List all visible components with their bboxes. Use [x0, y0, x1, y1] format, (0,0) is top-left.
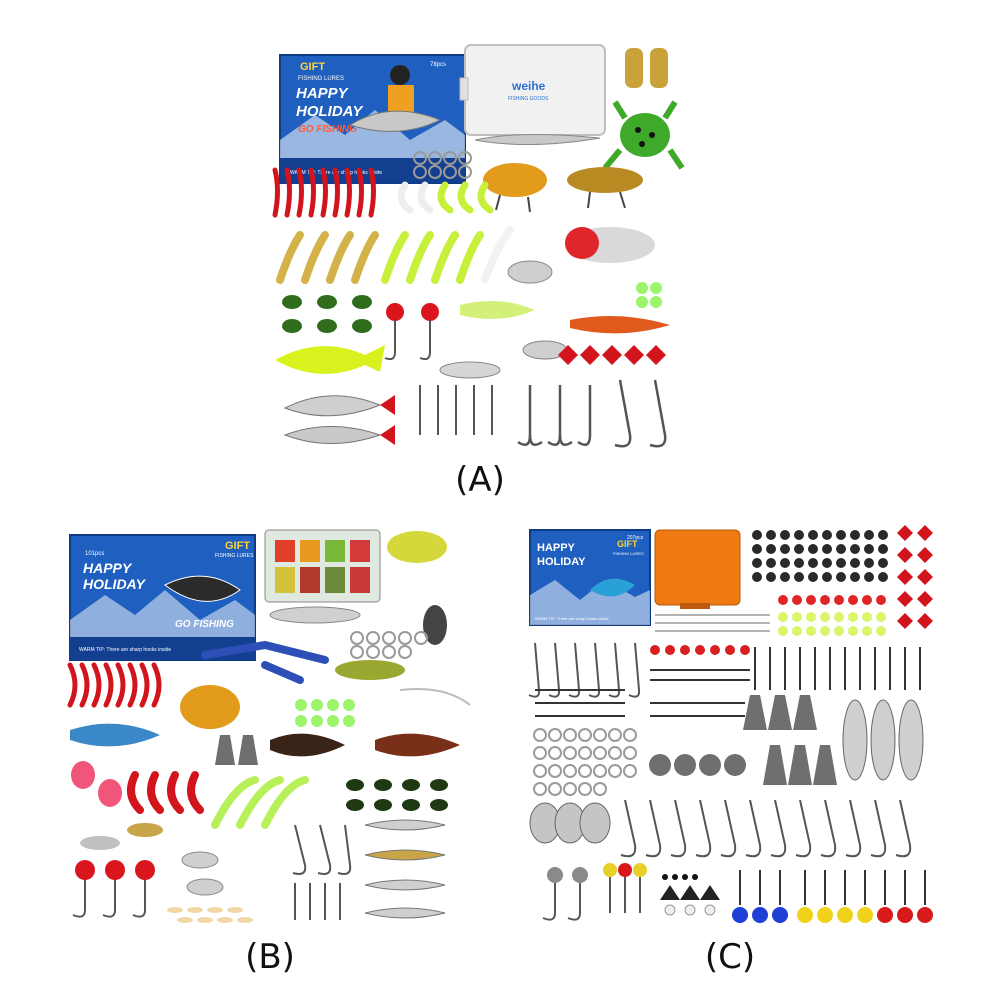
brass-weights: [625, 48, 668, 88]
treble-hook-flies: [558, 345, 666, 365]
caption-b: (B): [245, 937, 295, 977]
red-worms: [272, 167, 376, 218]
box-gift-label: GIFT: [617, 539, 638, 549]
box-sub-label: FISHING LURES: [215, 553, 254, 559]
caption-a: (A): [455, 460, 505, 500]
spinner-blade: [507, 260, 553, 284]
vib-lure: [180, 685, 240, 729]
offset-hooks: [620, 799, 912, 858]
box-count: 207pcs: [627, 535, 644, 541]
panel-c-illustration: HAPPY HOLIDAY GIFT 207pcs FISHING LURES …: [528, 525, 933, 923]
crankbait-lures: [483, 163, 643, 213]
tackle-box-filled: [264, 529, 381, 603]
case-brand: weihe: [511, 79, 546, 93]
split-rings: [350, 631, 428, 659]
leader-wire: [399, 688, 471, 706]
colorado-blades: [529, 802, 611, 844]
minnow-lure: [269, 606, 361, 624]
glow-grubs: [211, 776, 309, 829]
float-bobber-stops: [660, 874, 720, 916]
red-paddle-tails: [127, 771, 204, 814]
worm-hooks-b: [292, 824, 352, 875]
tackle-case: weihe FISHING GOODS: [459, 44, 606, 136]
float-stops: [650, 645, 750, 655]
glow-crawfish: [460, 301, 535, 319]
bullet-weights: [215, 735, 258, 765]
box-count: 101pcs: [85, 551, 104, 557]
snap-swivels-a: [419, 385, 493, 435]
spinner-blades-b: [181, 851, 224, 896]
creature-bait-brown: [375, 733, 460, 757]
gift-box: GIFT FISHING LURES 101pcs HAPPY HOLIDAY …: [69, 534, 256, 661]
frog-lure: [602, 100, 685, 170]
orange-tackle-case: [654, 529, 741, 609]
bobber-sets: [732, 870, 933, 923]
willow-blades: [842, 699, 924, 781]
cricket-lures: [346, 779, 448, 811]
big-spoon-lures: [283, 395, 395, 445]
snap-swivels-b: [294, 883, 341, 920]
gift-box: HAPPY HOLIDAY GIFT 207pcs FISHING LURES …: [529, 529, 651, 626]
black-beads: [752, 530, 888, 582]
worm-hooks-c: [528, 642, 641, 698]
case-sub: FISHING GOODS: [508, 96, 549, 102]
curly-grubs: [397, 181, 494, 214]
box-title-2: HOLIDAY: [537, 556, 586, 568]
caption-c: (C): [704, 937, 756, 977]
jig-heads-a: [384, 303, 439, 361]
panel-b-illustration: GIFT FISHING LURES 101pcs HAPPY HOLIDAY …: [67, 529, 471, 923]
glow-beads-c: [778, 612, 886, 636]
popper-lure-blue: [70, 723, 160, 747]
pliers: [201, 640, 329, 684]
leaders: [655, 614, 770, 632]
popper-lure: [565, 227, 655, 263]
split-rings: [533, 728, 637, 796]
red-beads: [778, 595, 886, 605]
shrimp-lure: [570, 316, 670, 334]
panel-a-illustration: GIFT FISHING LURES HAPPY HOLIDAY GO FISH…: [272, 44, 685, 448]
minnow-lure-yellow: [335, 660, 405, 680]
red-treble-flies: [897, 525, 933, 629]
split-rings: [413, 151, 472, 179]
panel-b: GIFT FISHING LURES 101pcs HAPPY HOLIDAY …: [65, 525, 475, 930]
sinker-weights: [649, 695, 837, 785]
cricket-lures: [282, 295, 372, 333]
glow-beads-a: [636, 282, 662, 308]
spoon-lures-b: [80, 819, 446, 919]
worm-hooks-a: [614, 379, 667, 448]
glow-beads-b: [295, 699, 355, 727]
jig-heads-b: [72, 860, 155, 918]
snap-swivels-c: [535, 689, 745, 717]
box-count: 78pcs: [430, 62, 446, 68]
box-slogan: GO FISHING: [298, 124, 357, 135]
box-title-1: HAPPY: [83, 560, 133, 576]
twister-tails: [276, 226, 514, 284]
box-title-1: HAPPY: [296, 85, 350, 102]
box-gift-label: GIFT: [225, 540, 250, 552]
box-title-2: HOLIDAY: [83, 576, 147, 592]
box-slogan: GO FISHING: [175, 619, 234, 630]
box-gift-label: GIFT: [300, 61, 325, 73]
red-worms: [67, 662, 162, 708]
lime-swimbait: [275, 345, 385, 374]
pink-floats: [71, 761, 122, 807]
maggot-baits: [167, 907, 253, 923]
treble-hooks: [517, 385, 592, 447]
box-sub-label: FISHING LURES: [298, 76, 344, 82]
box-warning: WARM TIP: There are sharp hooks inside: [535, 616, 610, 621]
box-sub-label: FISHING LURES: [613, 551, 644, 556]
jig-heads-c: [542, 863, 647, 921]
minnow-lure: [474, 133, 601, 146]
barrel-swivels: [650, 647, 921, 690]
box-title-2: HOLIDAY: [296, 103, 364, 120]
creature-bait-dark: [270, 733, 345, 757]
panel-a: GIFT FISHING LURES HAPPY HOLIDAY GO FISH…: [270, 40, 700, 460]
panel-c: HAPPY HOLIDAY GIFT 207pcs FISHING LURES …: [525, 525, 940, 935]
inline-spinner: [423, 605, 447, 645]
green-crankbait: [387, 531, 447, 563]
spoon-lures-a: [439, 340, 568, 379]
box-title-1: HAPPY: [537, 542, 576, 554]
box-warning: WARM TIP: There are sharp hooks inside: [79, 647, 171, 653]
